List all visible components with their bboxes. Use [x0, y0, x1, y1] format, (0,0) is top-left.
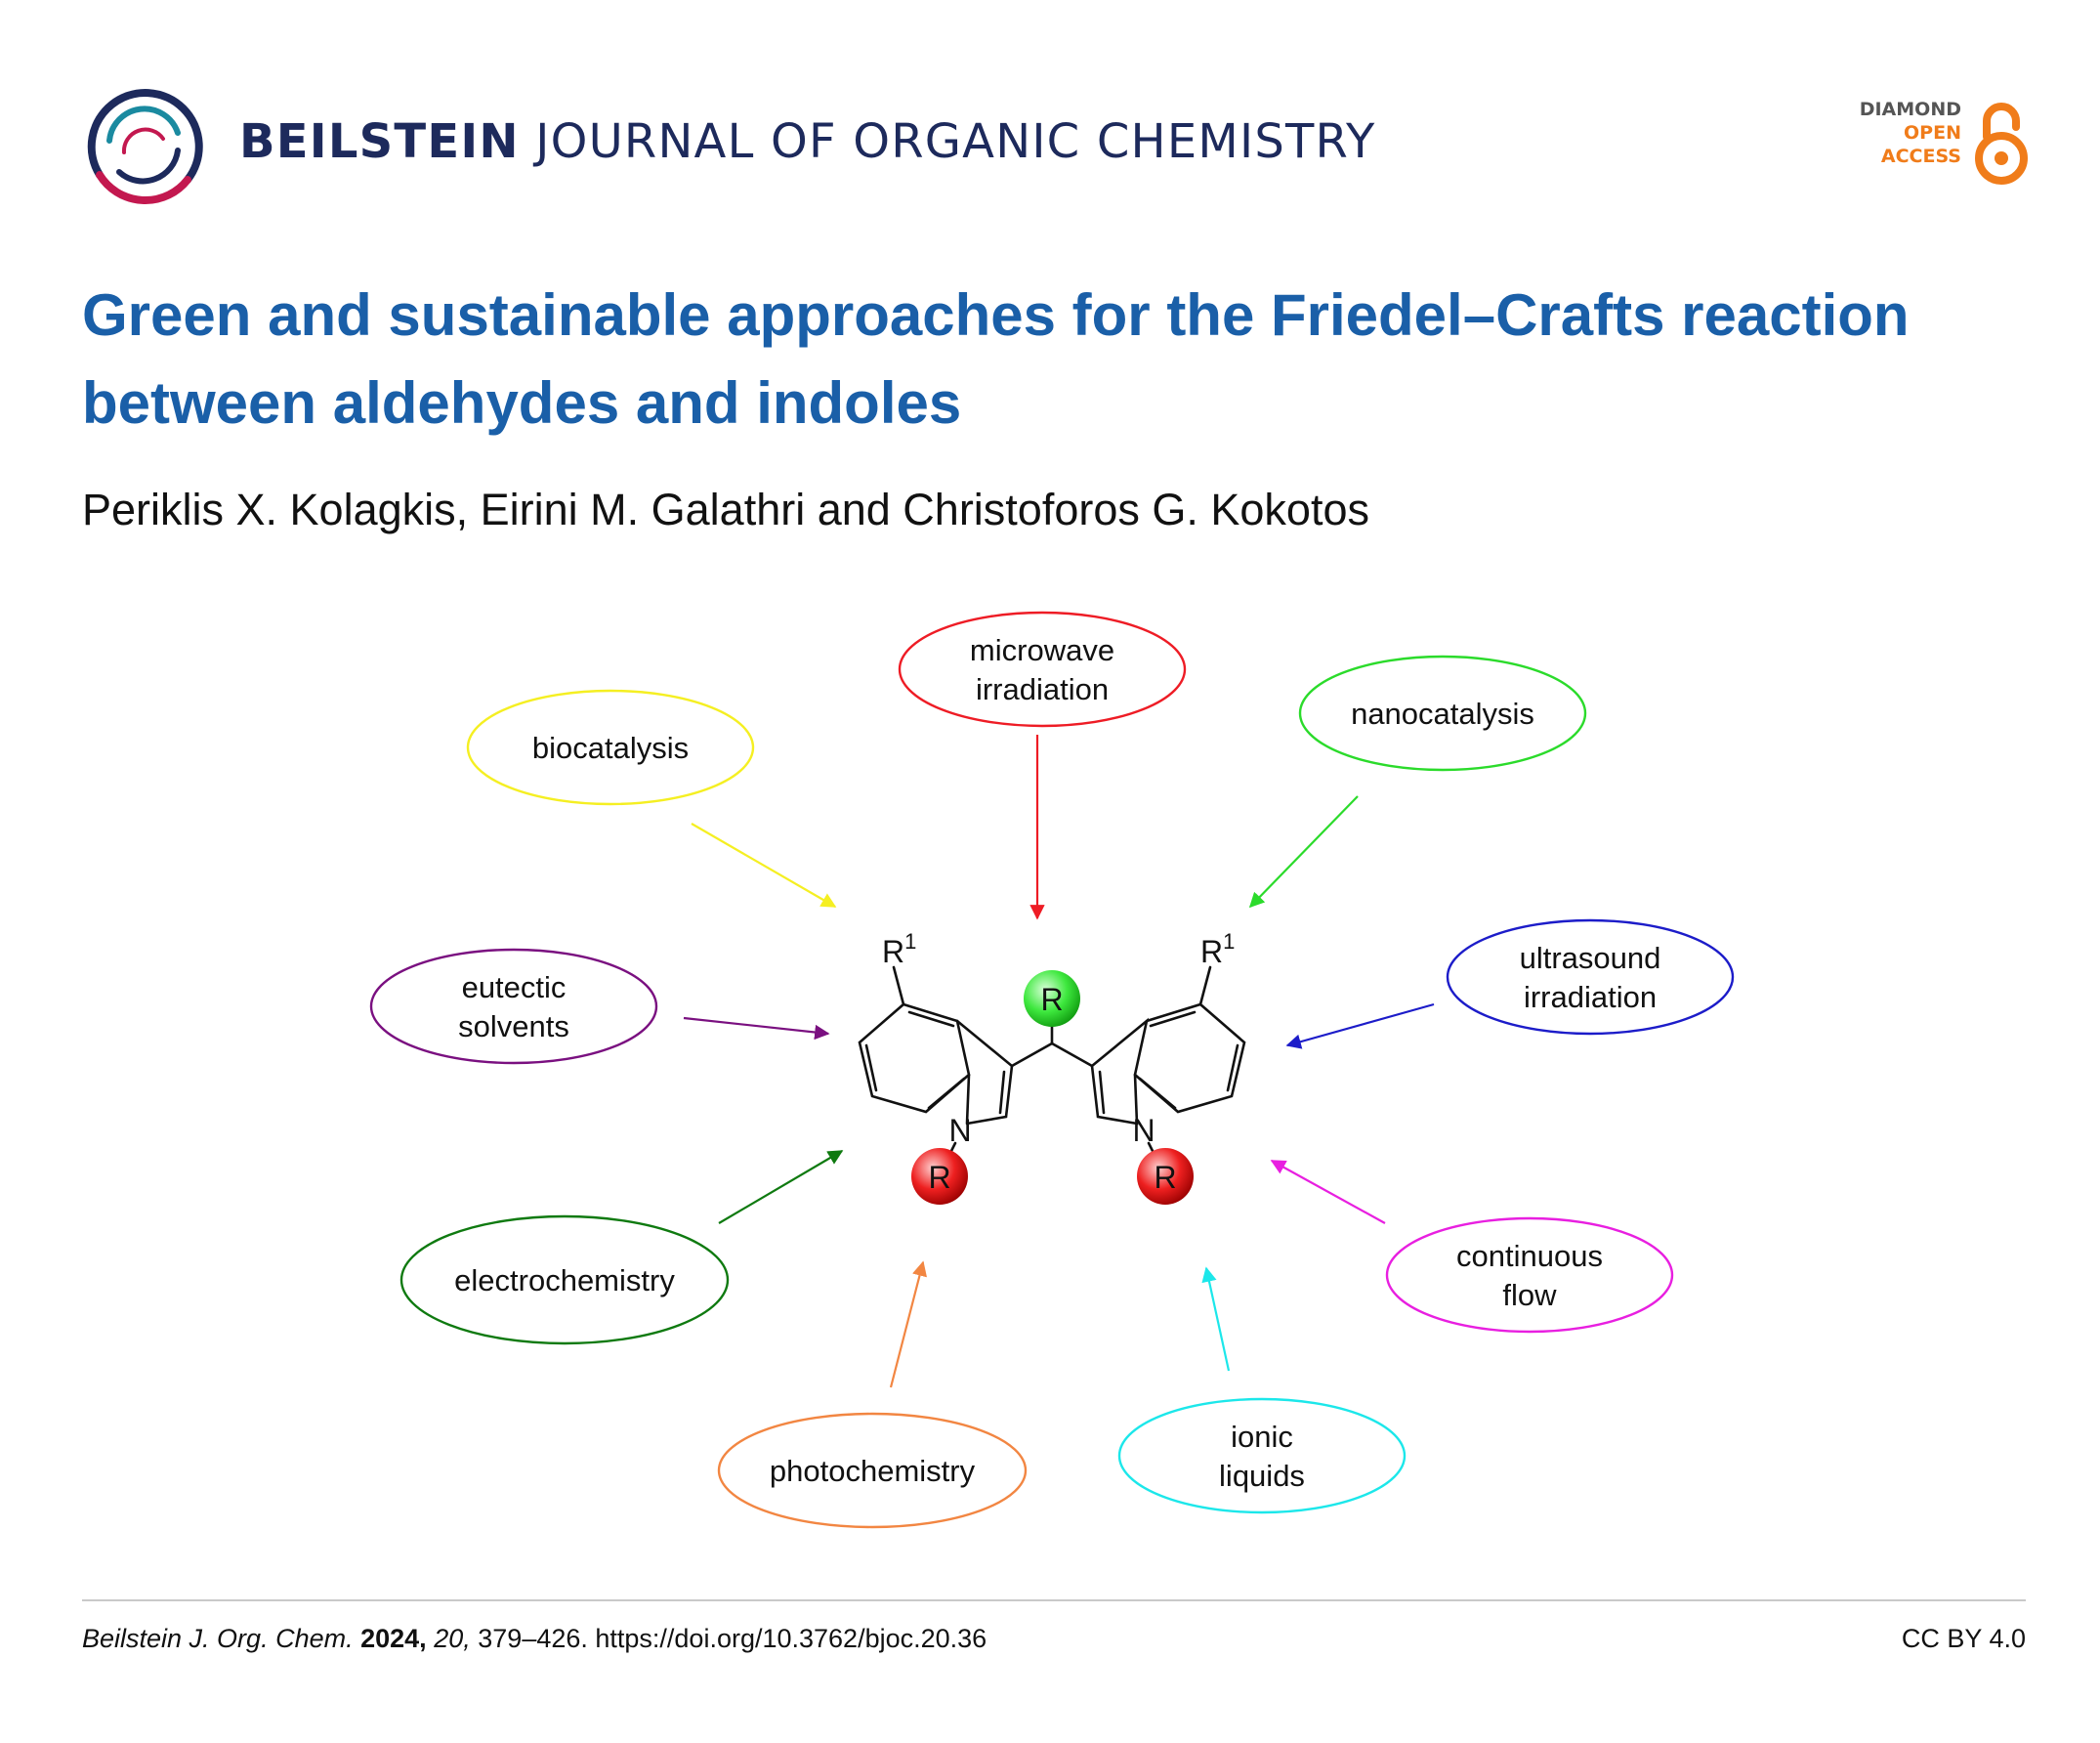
approach-label: irradiation	[976, 672, 1109, 706]
approach-arrow	[718, 1150, 844, 1224]
oa-line-1: DIAMOND	[1859, 99, 1961, 120]
footer-divider	[82, 1599, 2026, 1601]
nitrogen-right: N	[1132, 1113, 1155, 1148]
bis-indolyl-methane-structure	[858, 965, 1246, 1165]
approach-ellipse	[399, 1214, 730, 1345]
oa-line-2: OPEN	[1904, 122, 1961, 144]
approach-arrows	[683, 735, 1435, 1388]
oa-line-3: ACCESS	[1880, 146, 1961, 167]
journal-abbrev: Beilstein J. Org. Chem.	[82, 1624, 354, 1653]
approach-ellipse	[1385, 1216, 1674, 1334]
citation: Beilstein J. Org. Chem. 2024, 20, 379–42…	[82, 1624, 987, 1654]
center-substituent-label: R	[1040, 982, 1063, 1017]
approach-nanocatalysis: nanocatalysis	[1298, 655, 1587, 772]
approach-arrow	[889, 1260, 927, 1388]
approach-label: eutectic	[462, 970, 567, 1004]
molecule-labels: R1 R1 N N R R R	[882, 929, 1235, 1205]
citation-pages-doi: 379–426. https://doi.org/10.3762/bjoc.20…	[478, 1624, 987, 1653]
n-substituent-left-sphere	[911, 1148, 968, 1205]
approach-label: biocatalysis	[532, 731, 689, 765]
approach-ultrasound-irradiation: ultrasound irradiation	[1446, 918, 1735, 1036]
license: CC BY 4.0	[1901, 1624, 2026, 1653]
article-authors: Periklis X. Kolagkis, Eirini M. Galathri…	[82, 485, 1369, 534]
beilstein-logo-icon	[87, 89, 203, 204]
r1-left-label: R1	[882, 929, 916, 969]
journal-name: BEILSTEIN JOURNAL OF ORGANIC CHEMISTRY	[239, 114, 1376, 169]
n-substituent-right-sphere	[1137, 1148, 1194, 1205]
approach-label: solvents	[458, 1009, 569, 1043]
approach-ellipse	[1298, 655, 1587, 772]
article-title: Green and sustainable approaches for the…	[82, 282, 1910, 436]
approach-label: photochemistry	[770, 1454, 976, 1488]
approach-label: ultrasound	[1520, 941, 1661, 975]
center-substituent-sphere	[1024, 970, 1080, 1027]
diamond-open-access-badge: DIAMOND OPEN ACCESS	[1844, 98, 2030, 188]
journal-header: BEILSTEIN JOURNAL OF ORGANIC CHEMISTRY D…	[0, 0, 2100, 225]
approach-label: microwave	[970, 633, 1114, 667]
n-substituent-left-label: R	[928, 1160, 950, 1195]
open-access-lock-icon	[1975, 103, 2028, 185]
journal-name-rest: JOURNAL OF ORGANIC CHEMISTRY	[535, 114, 1376, 169]
graphical-abstract: microwave irradiation nanocatalysis ultraso…	[369, 611, 1735, 1529]
approach-arrow	[1285, 1002, 1435, 1049]
approach-arrow	[691, 823, 837, 908]
r1-right-label: R1	[1200, 929, 1235, 969]
approach-ellipse	[1117, 1397, 1407, 1514]
nitrogen-left: N	[948, 1113, 971, 1148]
approach-label: electrochemistry	[454, 1263, 675, 1297]
approach-photochemistry: photochemistry	[717, 1412, 1028, 1529]
approach-ellipses: microwave irradiation nanocatalysis ultraso…	[369, 611, 1735, 1529]
approach-label: irradiation	[1524, 980, 1657, 1014]
approach-arrow	[683, 1016, 830, 1041]
approach-ellipse	[466, 689, 755, 806]
approach-arrow	[1248, 795, 1359, 909]
approach-label: ionic	[1231, 1420, 1293, 1454]
approach-eutectic-solvents: eutectic solvents	[369, 948, 658, 1065]
approach-continuous-flow: continuous flow	[1385, 1216, 1674, 1334]
citation-volume: 20,	[434, 1624, 471, 1653]
approach-ellipse	[1446, 918, 1735, 1036]
citation-footer: Beilstein J. Org. Chem. 2024, 20, 379–42…	[82, 1624, 2026, 1654]
approach-label: flow	[1502, 1278, 1557, 1312]
approach-arrow	[1270, 1160, 1386, 1224]
citation-year: 2024,	[360, 1624, 427, 1653]
approach-arrow	[1201, 1266, 1231, 1372]
approach-label: continuous	[1456, 1239, 1603, 1273]
approach-ionic-liquids: ionic liquids	[1117, 1397, 1407, 1514]
approach-label: nanocatalysis	[1351, 697, 1534, 731]
approach-microwave-irradiation: microwave irradiation	[898, 611, 1187, 728]
approach-ellipse	[898, 611, 1187, 728]
n-substituent-right-label: R	[1154, 1160, 1176, 1195]
approach-ellipse	[717, 1412, 1028, 1529]
approach-biocatalysis: biocatalysis	[466, 689, 755, 806]
approach-label: liquids	[1219, 1459, 1305, 1493]
approach-electrochemistry: electrochemistry	[399, 1214, 730, 1345]
journal-name-bold: BEILSTEIN	[239, 114, 520, 169]
approach-ellipse	[369, 948, 658, 1065]
